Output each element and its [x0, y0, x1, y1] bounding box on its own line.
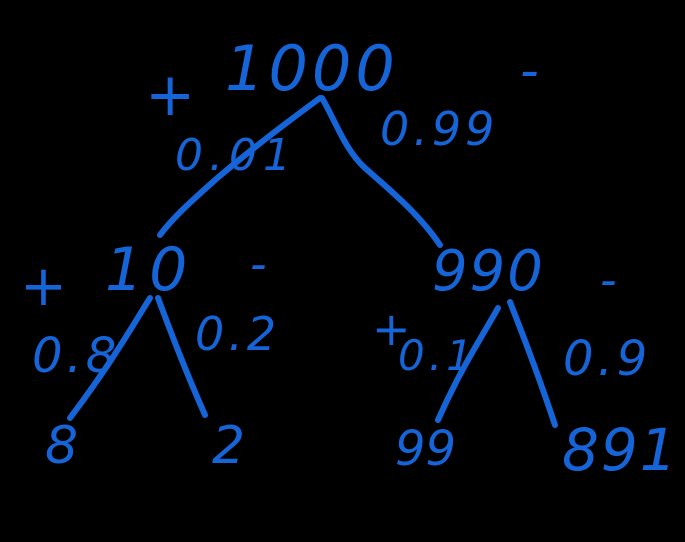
edge-left-to-leaf-2	[155, 295, 208, 418]
leaf-99: 99	[395, 421, 456, 477]
left-node-right-probability: 0.2	[195, 307, 280, 361]
root-plus-sign: +	[145, 60, 195, 130]
leaf-8: 8	[45, 416, 78, 476]
right-node-plus-sign: +	[372, 302, 411, 356]
root-right-probability: 0.99	[380, 102, 498, 156]
right-node-right-probability: 0.9	[563, 331, 651, 387]
leaf-891: 891	[562, 416, 679, 484]
root-value: 1000	[225, 32, 399, 105]
root-left-probability: 0.01	[175, 130, 297, 181]
left-node-plus-sign: +	[20, 254, 67, 319]
right-node-minus-sign: -	[600, 253, 617, 307]
right-node-value: 990	[432, 239, 545, 304]
edge-right-to-leaf-99	[435, 305, 501, 423]
right-node-left-probability: 0.1	[398, 331, 477, 380]
root-minus-sign: -	[520, 41, 539, 101]
edge-left-to-leaf-8	[67, 295, 153, 421]
left-node-minus-sign: -	[250, 237, 267, 291]
left-node-value: 10	[105, 235, 193, 305]
edge-right-to-leaf-891	[507, 299, 558, 428]
edge-root-to-left	[157, 95, 323, 238]
edge-root-to-right	[319, 95, 443, 248]
left-node-left-probability: 0.8	[32, 328, 120, 384]
leaf-2: 2	[212, 416, 245, 476]
